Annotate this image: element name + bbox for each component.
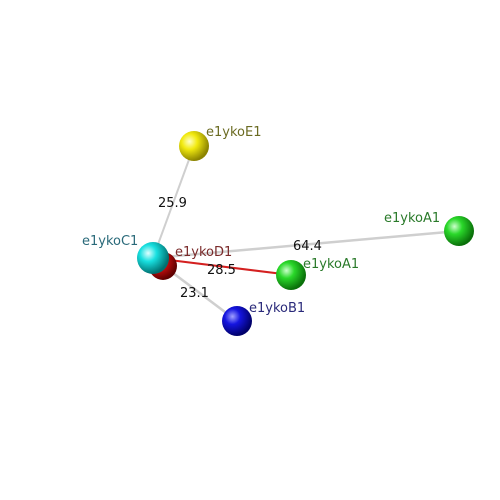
- node-e1-sphere[interactable]: [179, 131, 209, 161]
- edge-label-c1-e1: 25.9: [158, 196, 187, 211]
- edge-c1-e1: [152, 145, 195, 259]
- node-label-c1: e1ykoC1: [82, 234, 138, 249]
- node-label-a1: e1ykoA1: [303, 257, 359, 272]
- node-label-e1: e1ykoE1: [206, 125, 261, 140]
- node-a1b-sphere[interactable]: [444, 216, 474, 246]
- edge-label-c1-b1: 23.1: [180, 286, 209, 301]
- edge-c1-a1-far: [152, 229, 460, 260]
- edge-label-c1-a1-far: 64.4: [293, 239, 322, 254]
- node-label-b1: e1ykoB1: [249, 301, 305, 316]
- edge-label-c1-a1: 28.5: [207, 263, 236, 278]
- node-c1-sphere[interactable]: [137, 242, 169, 274]
- node-label-d1: e1ykoD1: [175, 245, 232, 260]
- node-label-a1b: e1ykoA1: [384, 211, 440, 226]
- node-a1-sphere[interactable]: [276, 260, 306, 290]
- node-b1-sphere[interactable]: [222, 306, 252, 336]
